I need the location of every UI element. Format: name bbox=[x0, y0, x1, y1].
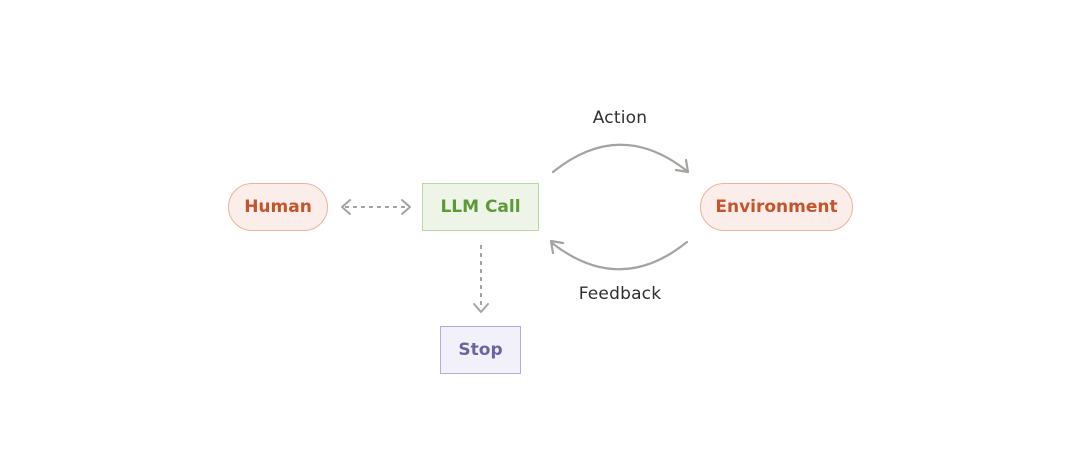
action-label: Action bbox=[592, 108, 648, 128]
feedback-arrow bbox=[549, 239, 689, 271]
environment-node: Environment bbox=[700, 183, 853, 231]
human-llm-dashed-arrow bbox=[341, 199, 411, 215]
environment-label: Environment bbox=[715, 197, 838, 217]
human-label: Human bbox=[244, 197, 312, 217]
human-node: Human bbox=[228, 183, 328, 231]
stop-label: Stop bbox=[458, 340, 503, 360]
stop-node: Stop bbox=[440, 326, 521, 374]
llm-stop-dashed-arrow bbox=[473, 245, 489, 313]
action-arrow bbox=[551, 143, 690, 174]
llm-call-node: LLM Call bbox=[422, 183, 539, 231]
feedback-label: Feedback bbox=[578, 284, 662, 304]
llm-call-label: LLM Call bbox=[440, 197, 521, 217]
